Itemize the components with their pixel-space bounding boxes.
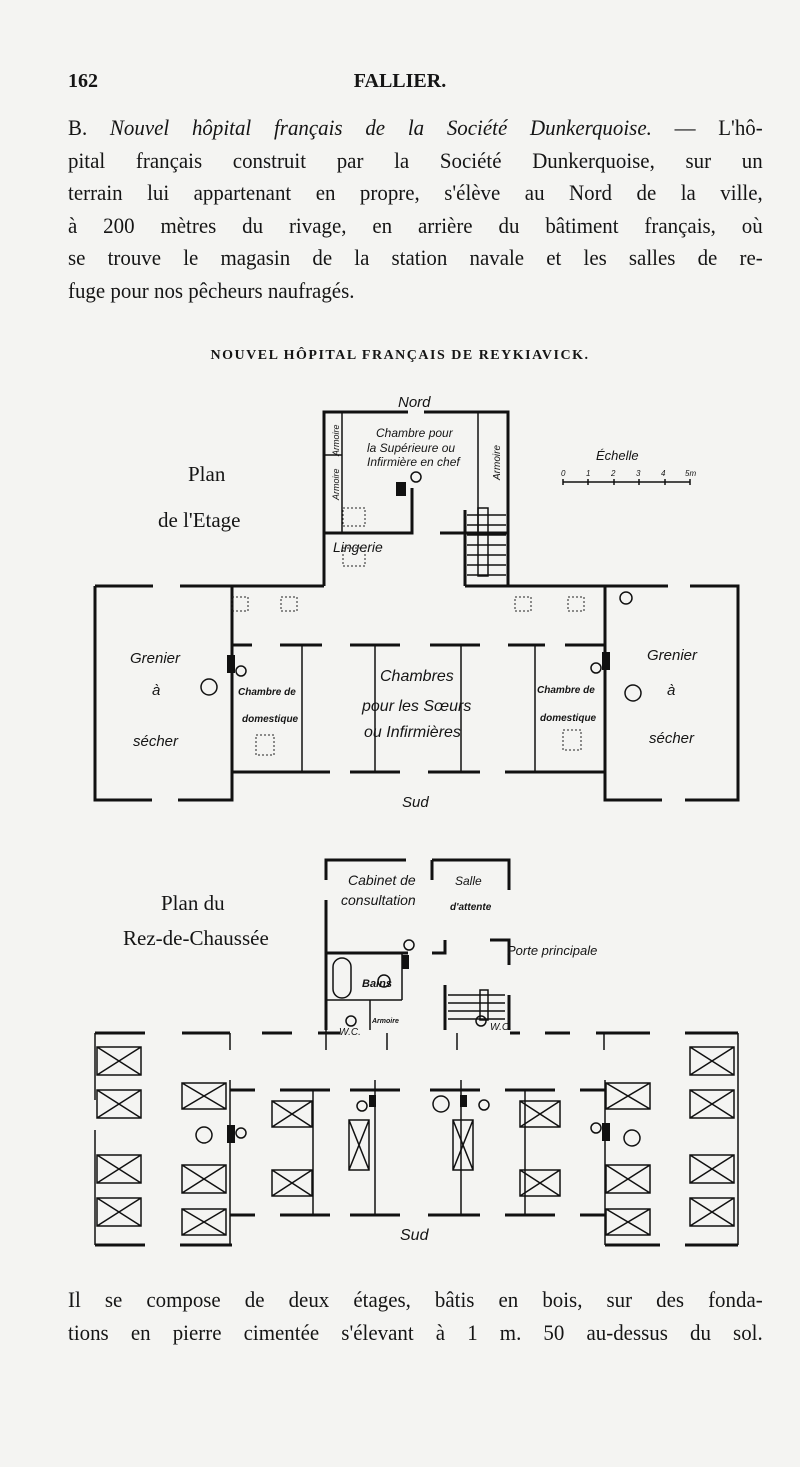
bains-label: Bains <box>362 978 392 990</box>
running-title: FALLIER. <box>353 70 447 92</box>
bed-icon <box>452 1119 474 1171</box>
bed-icon <box>96 1089 142 1119</box>
south-label: Sud <box>400 1227 430 1244</box>
salle-attente-label-1: Salle <box>455 874 482 888</box>
paragraph-line: terrain lui appartenant en propre, s'élè… <box>68 180 763 205</box>
chambre-superieure-label-1: Chambre pour <box>376 426 454 440</box>
wc-label: W.C. <box>490 1022 512 1033</box>
scale-bar: Échelle 0 1 2 3 4 5m <box>561 448 696 485</box>
armoire-label: Armoire <box>331 424 341 457</box>
line-text: — L'hô- <box>651 115 763 140</box>
north-label: Nord <box>398 394 431 411</box>
paragraph-closing: Il se compose de deux étages, bâtis en b… <box>68 1284 763 1349</box>
salle-attente-label-2: d'attente <box>450 902 492 913</box>
scale-tick: 0 <box>561 469 566 478</box>
grenier-right-label-3: sécher <box>649 730 695 747</box>
cabinet-label-1: Cabinet de <box>348 872 416 888</box>
south-label: Sud <box>402 794 429 811</box>
bed-icon <box>605 1208 651 1236</box>
lower-plan-title-1: Plan du <box>161 891 225 915</box>
chambres-soeurs-label-1: Chambres <box>380 668 454 685</box>
chambre-superieure-label-3: Infirmière en chef <box>367 455 461 469</box>
bed-icon <box>519 1169 561 1197</box>
chambre-domestique-right-1: Chambre de <box>537 685 595 696</box>
scale-tick: 2 <box>610 469 616 478</box>
page-number: 162 <box>68 70 98 92</box>
ground-floor-plan: Plan du Rez-de-Chaussée Cabinet de consu… <box>94 858 739 1247</box>
paragraph-line: se trouve le magasin de la station naval… <box>68 245 763 270</box>
section-title: Nouvel hôpital français de la Société Du… <box>109 115 652 140</box>
scale-title: Échelle <box>596 448 639 463</box>
lingerie-label: Lingerie <box>333 539 383 555</box>
grenier-left-label-3: sécher <box>133 733 179 750</box>
scale-tick: 3 <box>636 469 641 478</box>
paragraph-line: tions en pierre cimentée s'élevant à 1 m… <box>68 1319 763 1345</box>
scale-tick: 5m <box>685 469 696 478</box>
chambre-domestique-left-2: domestique <box>242 714 299 725</box>
chambres-soeurs-label-2: pour les Sœurs <box>361 698 471 715</box>
bed-icon <box>96 1154 142 1184</box>
upper-plan-title-2: de l'Etage <box>158 508 241 532</box>
paragraph-line: Il se compose de deux étages, bâtis en b… <box>68 1287 763 1312</box>
grenier-left-label-1: Grenier <box>130 650 181 667</box>
bed-icon <box>605 1082 651 1110</box>
bed-icon <box>348 1119 370 1171</box>
lower-plan-title-2: Rez-de-Chaussée <box>123 926 269 950</box>
bed-icon <box>181 1082 227 1110</box>
bed-icon <box>689 1197 735 1227</box>
bed-icon <box>689 1046 735 1076</box>
scale-tick: 4 <box>661 469 666 478</box>
section-letter: B. <box>68 115 110 140</box>
bed-icon <box>519 1100 561 1128</box>
chambres-soeurs-label-3: ou Infirmières <box>364 724 461 741</box>
chambre-superieure-label-2: la Supérieure ou <box>367 441 455 455</box>
chambre-domestique-left-1: Chambre de <box>238 687 296 698</box>
bed-icons <box>96 1046 735 1236</box>
grenier-right-label-1: Grenier <box>647 647 698 664</box>
upper-plan-title-1: Plan <box>188 462 226 486</box>
chambre-domestique-right-2: domestique <box>540 713 597 724</box>
bed-icon <box>271 1169 313 1197</box>
paragraph-line: B. Nouvel hôpital français de la Société… <box>68 112 763 145</box>
grenier-left-label-2: à <box>152 682 160 699</box>
porte-principale-label: Porte principale <box>507 943 597 958</box>
bed-icon <box>689 1089 735 1119</box>
paragraph-line: fuge pour nos pêcheurs naufragés. <box>68 277 355 303</box>
bed-icon <box>271 1100 313 1128</box>
bed-icon <box>181 1164 227 1194</box>
grenier-right-label-2: à <box>667 682 675 699</box>
bed-icon <box>689 1154 735 1184</box>
paragraph-intro: B. Nouvel hôpital français de la Société… <box>68 112 763 307</box>
bed-icon <box>181 1208 227 1236</box>
upper-floor-plan: Nord Chambre pour la Supérieure ou Infir… <box>93 394 740 811</box>
scale-tick: 1 <box>586 469 590 478</box>
wc-label: W.C. <box>339 1027 361 1038</box>
armoire-label: Armoire <box>371 1018 399 1025</box>
bed-icon <box>96 1046 142 1076</box>
armoire-label: Armoire <box>492 445 503 481</box>
bed-icon <box>605 1164 651 1194</box>
bed-icon <box>96 1197 142 1227</box>
paragraph-line: à 200 mètres du rivage, en arrière du bâ… <box>68 212 763 238</box>
armoire-label: Armoire <box>331 468 341 501</box>
paragraph-line: pital français construit par la Société … <box>68 147 763 173</box>
figure-title: NOUVEL HÔPITAL FRANÇAIS DE REYKIAVICK. <box>210 348 590 363</box>
cabinet-label-2: consultation <box>341 892 416 908</box>
